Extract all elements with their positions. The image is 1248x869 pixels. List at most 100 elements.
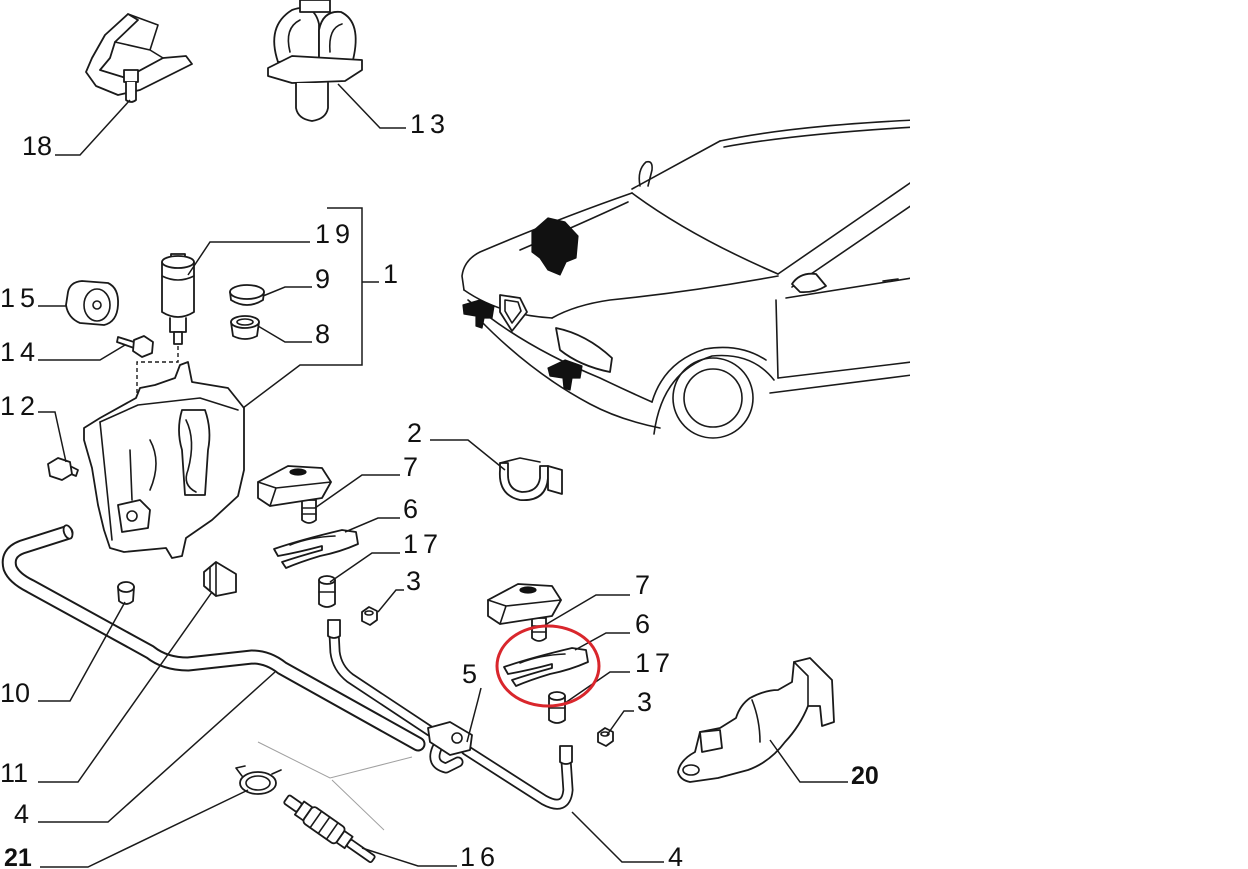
part-20-inner-curve — [751, 661, 809, 743]
leader-16 — [361, 847, 457, 867]
part-4-hose-right — [460, 744, 574, 810]
car-roof-inner-line — [723, 126, 910, 148]
part-8-hole — [236, 318, 254, 326]
part-3-hex — [361, 606, 378, 626]
part-12-bolt — [47, 457, 79, 481]
callout-4-right: 4 — [668, 842, 688, 869]
car-highlight-nozzle-right — [547, 359, 583, 391]
callout-7-lower: 7 — [635, 570, 655, 600]
hose-right-fill — [462, 746, 572, 808]
car-wheel-outer — [672, 357, 754, 439]
part-19-body — [161, 261, 195, 318]
part-20-bracket — [677, 657, 835, 783]
callout-7: 7 — [403, 452, 423, 482]
leader-4 — [38, 671, 276, 823]
car-door-handle — [882, 278, 899, 282]
leader-3 — [377, 589, 404, 613]
part-20-tab — [699, 729, 723, 753]
part-2-flange — [547, 465, 563, 495]
part-7b-stem — [531, 617, 547, 642]
part-3b-hole — [600, 731, 610, 737]
car-wheel-arch — [653, 354, 775, 435]
leader-18 — [55, 99, 131, 156]
car-roof-line — [719, 119, 910, 142]
car-wiper — [638, 160, 653, 187]
car-belt-line — [785, 277, 910, 299]
part-15-center — [92, 300, 102, 310]
t-junction-port — [451, 732, 463, 744]
part-9-cap — [229, 284, 265, 306]
leader-3-lower — [606, 710, 634, 736]
part-7-nozzle-lower — [487, 583, 562, 642]
t-junction-elbow-fill — [431, 744, 462, 772]
part-1-mount-tab — [117, 499, 151, 533]
leader-lines — [38, 83, 848, 868]
car-grille-shield-inner — [504, 299, 522, 324]
leader-12 — [38, 411, 67, 463]
part-21-tabs — [235, 765, 282, 777]
part-17b-body — [548, 695, 566, 724]
part-11-ridge — [209, 561, 217, 597]
callout-10: 10 — [0, 678, 30, 708]
part-16-body-rings — [309, 810, 339, 840]
callout-12: 12 — [0, 391, 40, 421]
leader-5 — [466, 687, 482, 743]
car-mirror — [791, 272, 827, 294]
guide-line-b — [331, 779, 385, 831]
leader-11 — [38, 591, 213, 783]
callout-21: 21 — [4, 844, 32, 869]
part-6b-slot — [519, 653, 566, 664]
part-5-t-junction — [427, 721, 473, 774]
hose-long-fill — [3, 527, 424, 750]
hose-upper-fitting — [327, 619, 341, 639]
part-2-top-edge — [499, 457, 541, 464]
part-2-clip — [498, 457, 563, 501]
part-11-grommet — [203, 561, 237, 597]
part-16-check-valve — [283, 794, 376, 864]
callout-14: 14 — [0, 337, 40, 367]
callout-3-lower: 3 — [637, 687, 657, 717]
hose-right-fitting — [559, 745, 573, 765]
part-10-cap — [117, 581, 135, 605]
highlight-circle — [495, 624, 601, 708]
callout-1: 1 — [383, 259, 403, 289]
part-7-stem-thread — [301, 507, 317, 515]
leader-17 — [329, 552, 400, 583]
part-13-top-post — [299, 0, 331, 13]
callout-2: 2 — [407, 418, 427, 448]
leader-9 — [262, 286, 312, 297]
part-20-body — [677, 657, 835, 783]
guide-line-a — [257, 741, 413, 779]
leader-6-lower — [574, 632, 630, 651]
part-1-contour — [129, 439, 157, 501]
part-2-u-body — [498, 462, 549, 501]
part-6-spring-clip — [273, 529, 359, 569]
guide-lines — [257, 741, 413, 831]
leader-19 — [187, 241, 310, 276]
callout-19: 19 — [315, 219, 355, 249]
part-18-screw-head — [123, 69, 139, 83]
callout-5: 5 — [462, 659, 482, 689]
car-illustration — [461, 119, 910, 439]
leader-21 — [40, 789, 249, 868]
part-13-right-loop — [318, 10, 357, 61]
part-7-stem — [301, 499, 317, 524]
callout-18: 18 — [22, 131, 52, 161]
car-headlight — [555, 327, 613, 373]
part-6-fork — [273, 529, 359, 569]
part-3-hole — [364, 610, 374, 616]
leader-17-lower — [564, 671, 630, 704]
part-13-left-loop — [273, 6, 320, 63]
part-4-hose-long — [1, 524, 426, 752]
part-8-top — [230, 315, 260, 329]
car-a-pillar — [777, 182, 910, 275]
leader-14 — [38, 344, 126, 361]
car-hood-left-edge — [461, 192, 633, 291]
leader-20 — [769, 739, 848, 783]
part-7-edge — [257, 481, 332, 507]
car-hood-front-edge — [551, 275, 779, 319]
callout-6: 6 — [403, 494, 423, 524]
callout-labels: 18 13 19 1 9 8 15 14 12 2 7 6 17 3 7 6 1… — [0, 109, 879, 869]
part-8-grommet — [230, 315, 260, 340]
callout-11: 11 — [0, 758, 28, 788]
